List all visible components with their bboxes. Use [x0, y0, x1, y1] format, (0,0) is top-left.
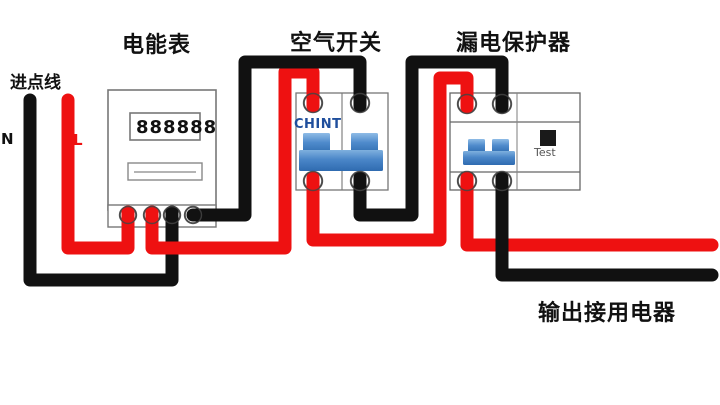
energy-meter-device: [107, 89, 217, 228]
title-air-switch: 空气开关: [290, 31, 383, 56]
live-phase-label: L: [73, 131, 83, 149]
title-rcd: 漏电保护器: [456, 31, 572, 56]
meter-reading-display: 888888: [136, 117, 218, 138]
rcd-test-button-label: Test: [534, 146, 556, 159]
breaker-to-rcd-live-wire: [306, 71, 474, 247]
air-switch-device: [295, 92, 389, 191]
breaker-to-rcd-neutral-wire: [353, 55, 509, 222]
output-live-wire: [460, 171, 719, 252]
output-neutral-wire: [495, 171, 719, 282]
output-load-label: 输出接用电器: [538, 301, 677, 326]
terminal-ring-overlays: [118, 92, 513, 225]
live-incoming-wire: [61, 93, 135, 255]
title-energy-meter: 电能表: [122, 33, 192, 58]
meter-to-breaker-live-wire: [145, 65, 320, 255]
neutral-phase-label: N: [1, 130, 14, 148]
incoming-line-label: 进点线: [10, 73, 61, 93]
meter-to-breaker-neutral-wire: [186, 55, 367, 222]
breaker-brand-label: CHINT: [294, 117, 342, 132]
